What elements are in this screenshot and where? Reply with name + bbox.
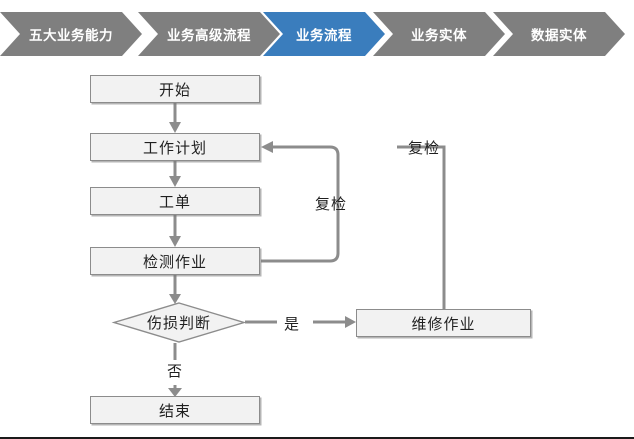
edge-label-recheck-inner-text: 复检 xyxy=(315,195,348,213)
arrowhead-inspection xyxy=(169,236,181,247)
breadcrumb-shape-4 xyxy=(373,12,505,56)
edge-label-recheck-outer: 复检 xyxy=(408,137,440,158)
node-work-plan[interactable]: 工作计划 xyxy=(90,133,260,161)
arrowheads xyxy=(168,122,356,397)
arrowhead-damage xyxy=(169,294,181,304)
node-damage-label: 伤损判断 xyxy=(146,314,211,332)
breadcrumb-shape-2 xyxy=(138,12,280,56)
node-inspection[interactable]: 检测作业 xyxy=(90,247,260,275)
node-work-plan-label: 工作计划 xyxy=(142,138,207,157)
node-repair-label: 维修作业 xyxy=(411,314,476,333)
edge-label-no: 否 xyxy=(167,360,183,381)
edge-recheck-outer xyxy=(397,145,446,310)
edge-label-recheck-inner: 复检 xyxy=(315,193,347,214)
arrowhead-workplan xyxy=(169,122,181,133)
node-damage-decision[interactable]: 伤损判断 xyxy=(111,302,247,343)
node-start-label: 开始 xyxy=(158,80,191,99)
node-work-order[interactable]: 工单 xyxy=(90,187,260,215)
arrowhead-recheck-workplan xyxy=(261,141,273,153)
edge-label-no-text: 否 xyxy=(167,362,184,380)
node-end-label: 结束 xyxy=(158,401,191,420)
breadcrumb-shape-5 xyxy=(493,12,625,56)
node-work-order-label: 工单 xyxy=(158,192,191,211)
node-repair[interactable]: 维修作业 xyxy=(356,309,531,337)
arrowhead-workorder xyxy=(169,176,181,187)
breadcrumb-shape-3 xyxy=(263,12,385,56)
node-damage-label-wrap: 伤损判断 xyxy=(113,302,245,343)
breadcrumb-shape-1 xyxy=(0,12,142,56)
edge-recheck-inner xyxy=(261,145,340,263)
arrowhead-end xyxy=(168,388,182,397)
edge-label-yes-text: 是 xyxy=(284,315,301,333)
node-start[interactable]: 开始 xyxy=(90,75,260,103)
diamond-shape xyxy=(111,302,247,343)
arrowhead-repair xyxy=(345,316,356,328)
node-end[interactable]: 结束 xyxy=(90,396,260,424)
node-inspection-label: 检测作业 xyxy=(142,252,207,271)
edge-label-recheck-outer-text: 复检 xyxy=(408,139,441,157)
edge-label-yes: 是 xyxy=(284,313,300,334)
